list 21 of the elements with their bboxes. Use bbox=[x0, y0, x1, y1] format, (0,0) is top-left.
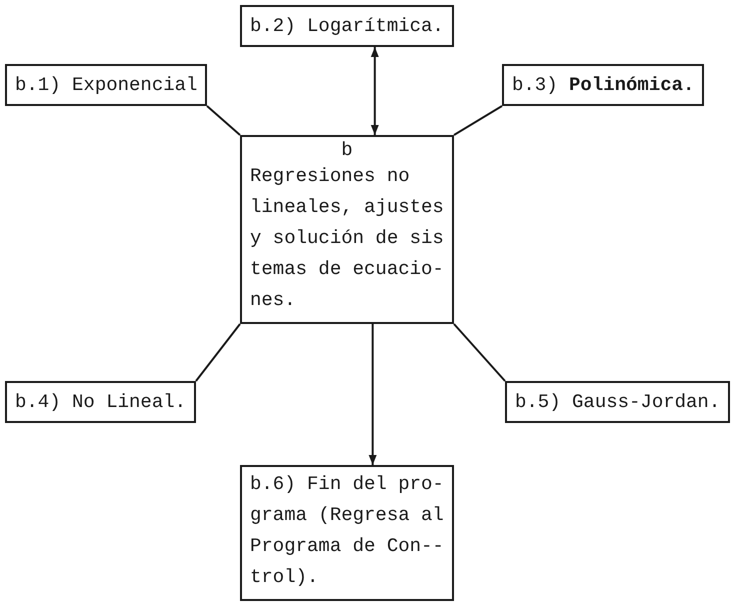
connector-line bbox=[206, 105, 241, 136]
menu-box bbox=[502, 64, 704, 106]
connector-line bbox=[453, 323, 506, 382]
box-label: b.2) Logarítmica. bbox=[250, 15, 444, 37]
connector-line bbox=[195, 323, 241, 382]
box-label: b.5) Gauss-Jordan. bbox=[515, 391, 720, 413]
box-label: b.3) Polinómica. bbox=[512, 74, 694, 96]
connector-line bbox=[453, 105, 503, 136]
box-text: Regresiones no lineales, ajustes y solución de sis temas de ecuacio- nes. bbox=[250, 164, 444, 313]
menu-box bbox=[240, 5, 454, 47]
box-label: b.1) Exponencial bbox=[15, 74, 198, 96]
end-box bbox=[240, 465, 454, 601]
menu-box bbox=[5, 64, 208, 106]
menu-box bbox=[5, 381, 196, 423]
process-box bbox=[240, 135, 454, 324]
box-heading: b bbox=[340, 139, 354, 161]
box-text: b.6) Fin del pro- grama (Regresa al Programa de Con-- trol). bbox=[250, 472, 444, 590]
box-label: b.4) No Lineal. bbox=[15, 391, 186, 413]
arrow bbox=[370, 47, 379, 135]
arrow bbox=[368, 324, 377, 465]
menu-box bbox=[505, 381, 730, 423]
